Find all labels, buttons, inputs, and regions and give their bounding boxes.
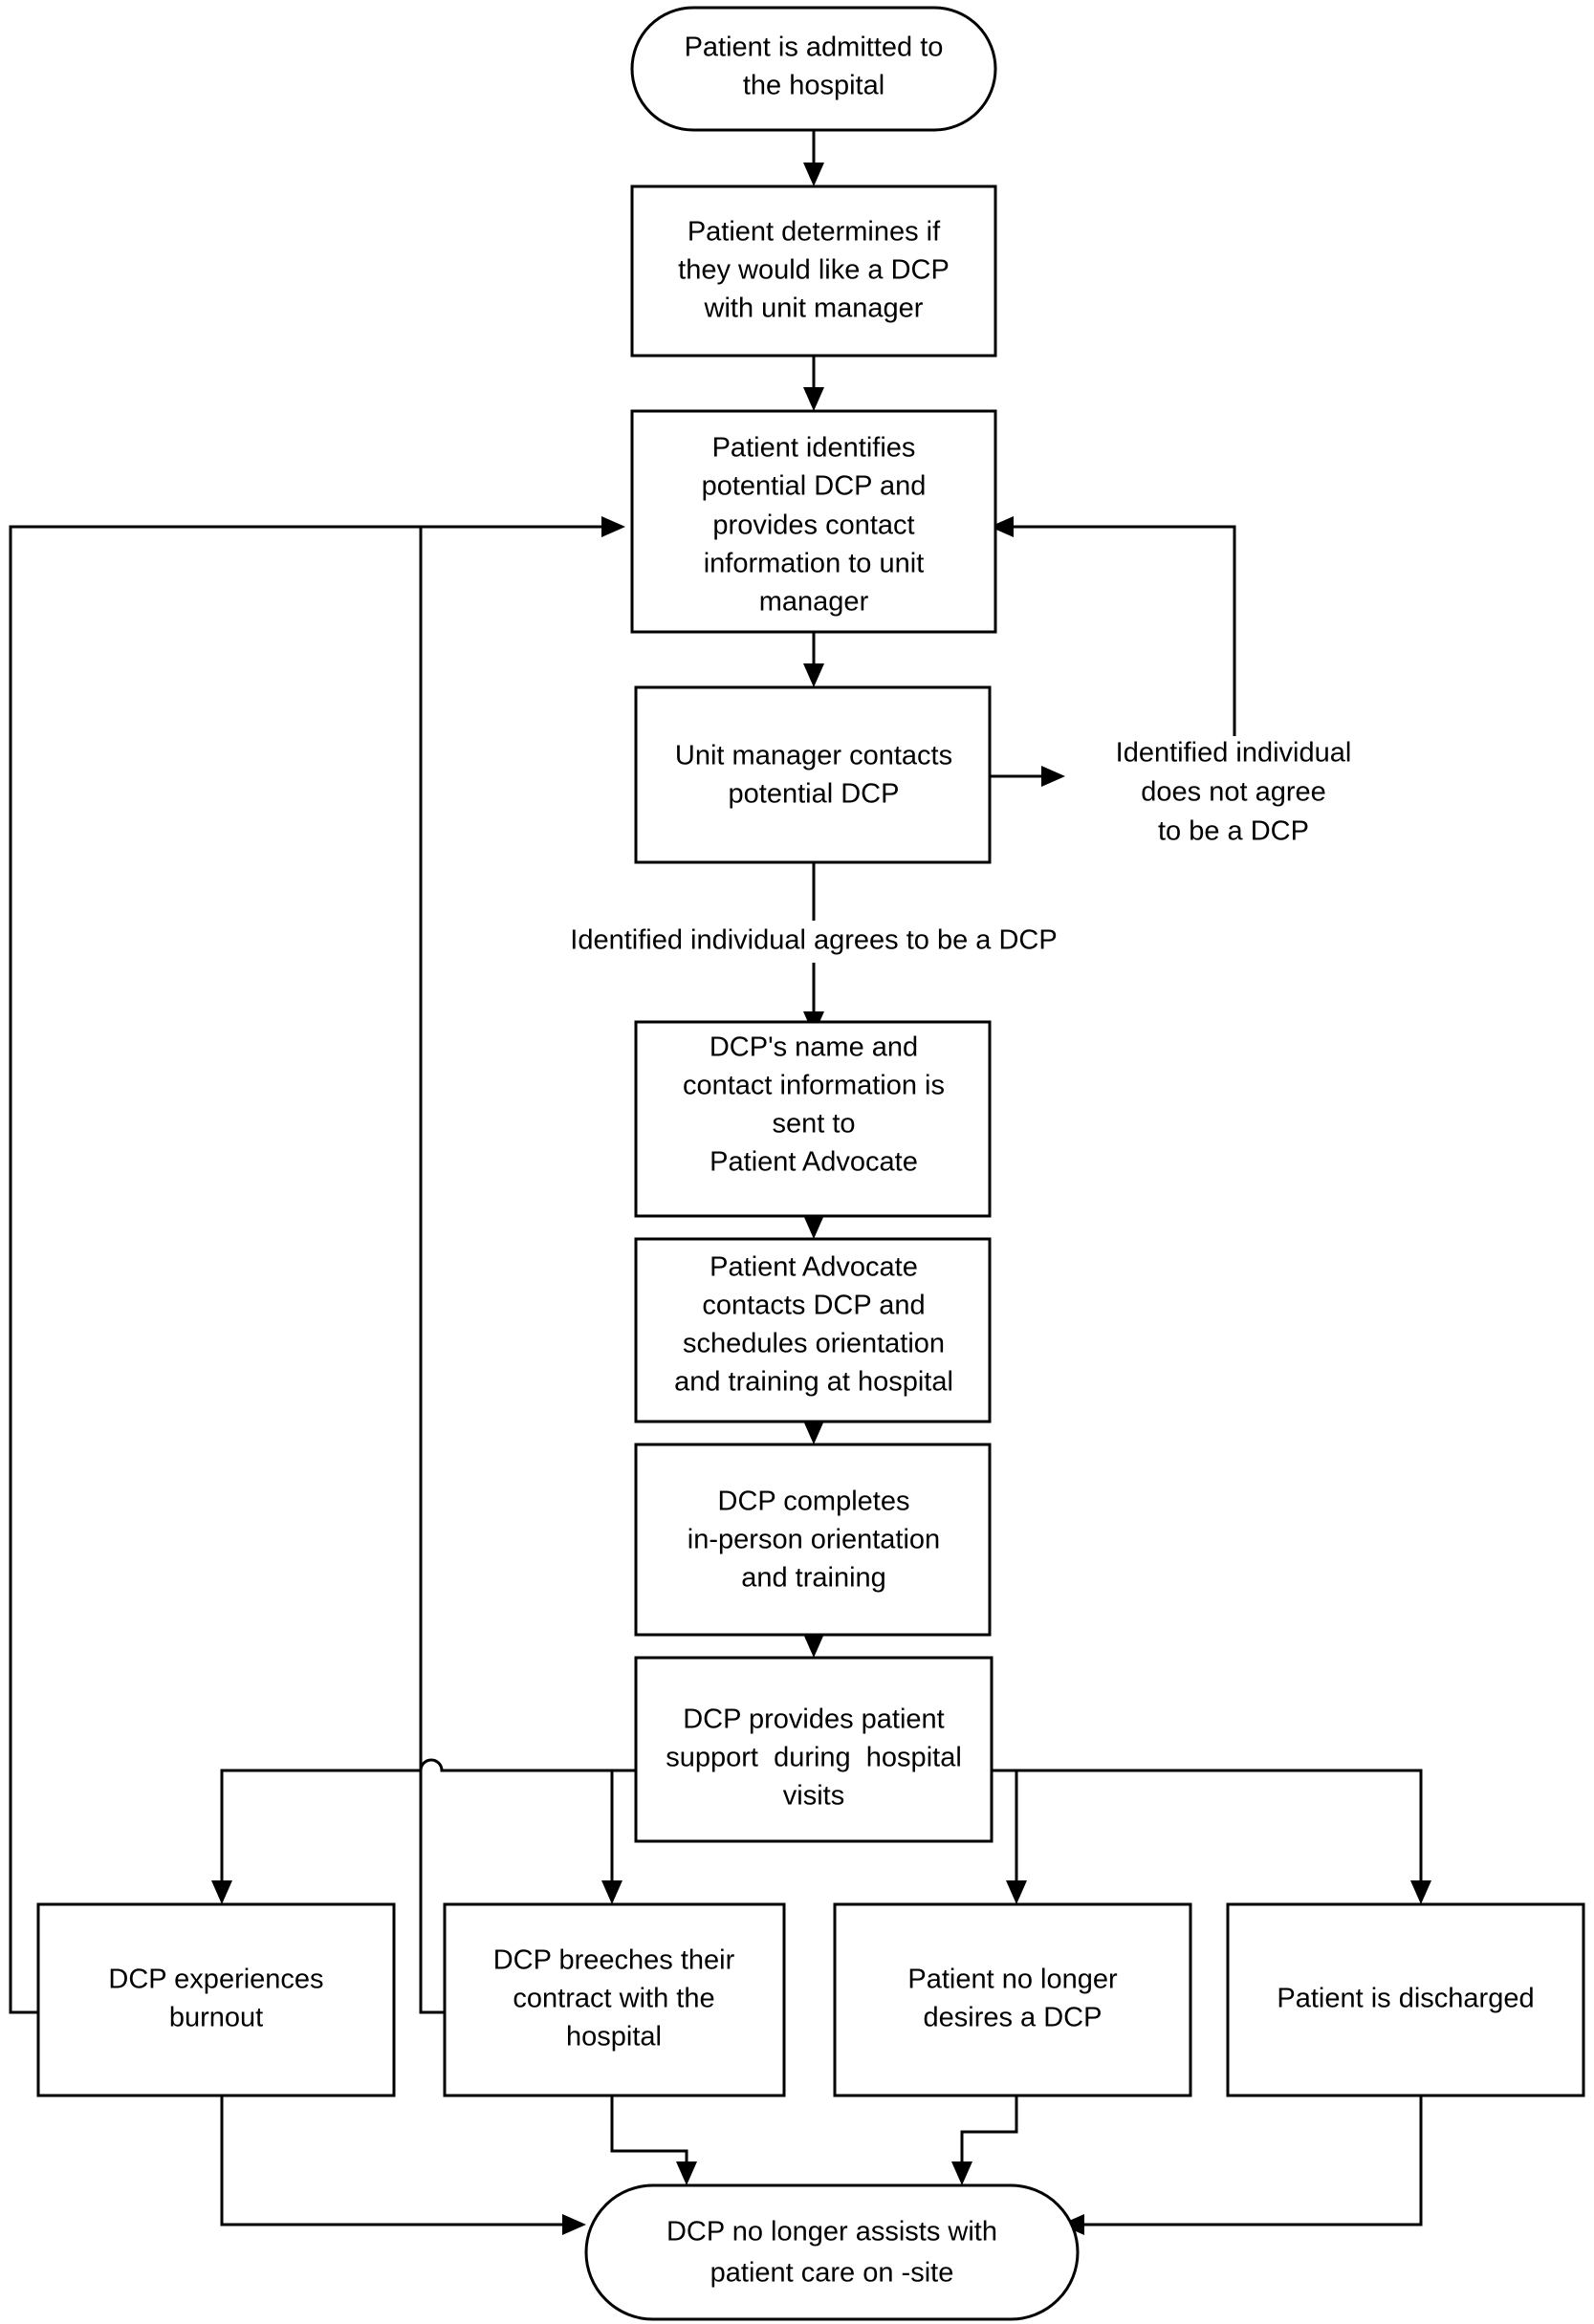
- node-determine[interactable]: Patient determines if they would like a …: [630, 185, 997, 358]
- node-send-info-shape: [634, 1020, 992, 1218]
- node-discharged[interactable]: Patient is discharged: [1226, 1902, 1585, 2097]
- edge-does-not-agree-to-identify: [1007, 525, 1236, 736]
- node-training[interactable]: DCP completes in-person orientation and …: [634, 1443, 992, 1637]
- node-no-longer-desires[interactable]: Patient no longer desires a DCP: [833, 1902, 1192, 2097]
- edge-support-to-burnout: [220, 1758, 636, 1888]
- node-send-info[interactable]: DCP's name and contact information is se…: [634, 1020, 992, 1218]
- node-start[interactable]: Patient is admitted to the hospital: [630, 6, 997, 132]
- node-contact-line-0: Unit manager contacts: [675, 741, 952, 771]
- edge-breech-to-identify: [419, 525, 608, 2014]
- node-identify-line-4: manager: [759, 587, 869, 618]
- node-start-shape: [630, 6, 997, 132]
- node-identify-line-2: provides contact: [712, 510, 914, 541]
- node-start-line-1: the hospital: [743, 71, 884, 101]
- node-advocate-shape: [634, 1237, 992, 1423]
- label-agrees-backdrop: [531, 921, 1100, 963]
- node-support-line-0: DCP provides patient: [683, 1705, 945, 1735]
- node-layer: Patient is admitted to the hospital Pati…: [36, 6, 1585, 2321]
- node-discharged-shape: [1226, 1902, 1585, 2097]
- node-identify-line-0: Patient identifies: [712, 433, 916, 464]
- node-start-line-0: Patient is admitted to: [685, 33, 944, 63]
- node-burnout-shape: [36, 1902, 396, 2097]
- node-advocate-line-2: schedules orientation: [683, 1329, 945, 1359]
- node-end[interactable]: DCP no longer assists with patient care …: [584, 2183, 1080, 2321]
- node-training-shape: [634, 1443, 992, 1637]
- node-end-line-1: patient care on -site: [710, 2258, 954, 2289]
- edge-no-longer-desires-to-end: [960, 2096, 1018, 2170]
- label-agrees-text: Identified individual agrees to be a DCP: [570, 925, 1057, 956]
- node-burnout-line-1: burnout: [169, 2003, 263, 2033]
- arrowhead-determine-to-identify: [803, 387, 824, 411]
- label-does-not-agree-line-2: to be a DCP: [1158, 816, 1309, 847]
- arrowhead-breech-to-end: [676, 2161, 697, 2185]
- node-breech-line-0: DCP breeches their: [493, 1945, 735, 1976]
- edge-discharged-to-end: [1078, 2096, 1423, 2226]
- arrowhead-does-not-agree-to-identify: [990, 516, 1014, 537]
- arrowhead-support-to-burnout: [211, 1880, 232, 1904]
- node-support-shape: [634, 1656, 994, 1843]
- node-identify-shape: [630, 409, 997, 634]
- arrowhead-support-to-no-longer-desires: [1006, 1880, 1027, 1904]
- node-support-line-2: visits: [783, 1781, 844, 1812]
- node-no-longer-desires-line-1: desires a DCP: [924, 2003, 1103, 2033]
- node-identify-line-1: potential DCP and: [702, 471, 927, 502]
- node-breech-line-1: contract with the: [513, 1984, 714, 2014]
- node-training-line-1: in-person orientation: [688, 1525, 940, 1555]
- arrowhead-training-to-support: [803, 1634, 824, 1658]
- node-send-info-line-0: DCP's name and: [710, 1032, 918, 1063]
- edge-breech-to-end: [610, 2096, 688, 2170]
- arrowhead-contact-to-does-not-agree: [1041, 766, 1065, 787]
- arrowhead-identify-to-contact: [803, 663, 824, 687]
- edge-burnout-to-end: [220, 2096, 569, 2226]
- node-end-shape: [584, 2183, 1080, 2321]
- node-contact[interactable]: Unit manager contacts potential DCP: [634, 685, 992, 864]
- edge-burnout-to-identify: [9, 525, 608, 2014]
- node-advocate-line-3: and training at hospital: [674, 1367, 953, 1398]
- node-training-line-0: DCP completes: [718, 1487, 910, 1517]
- node-breech-shape: [443, 1902, 786, 2097]
- node-breech-line-2: hospital: [566, 2022, 662, 2053]
- node-contact-shape: [634, 685, 992, 864]
- node-determine-shape: [630, 185, 997, 358]
- node-identify[interactable]: Patient identifies potential DCP and pro…: [630, 409, 997, 634]
- node-no-longer-desires-shape: [833, 1902, 1192, 2097]
- arrowhead-send-info-to-advocate: [803, 1215, 824, 1239]
- label-does-not-agree-line-1: does not agree: [1141, 777, 1325, 808]
- edge-support-to-no-longer-desires: [992, 1769, 1018, 1888]
- node-burnout[interactable]: DCP experiences burnout: [36, 1902, 396, 2097]
- node-support[interactable]: DCP provides patient support during hosp…: [634, 1656, 994, 1843]
- label-does-not-agree: Identified individual does not agree to …: [1116, 738, 1352, 847]
- node-send-info-line-3: Patient Advocate: [710, 1147, 918, 1178]
- node-determine-line-2: with unit manager: [704, 293, 924, 324]
- node-send-info-line-2: sent to: [772, 1109, 855, 1140]
- arrowhead-feedback-to-identify: [601, 516, 625, 537]
- node-training-line-2: and training: [741, 1563, 886, 1594]
- node-support-line-1: support during hospital: [666, 1743, 962, 1773]
- arrowhead-burnout-to-end: [562, 2214, 586, 2235]
- node-no-longer-desires-line-0: Patient no longer: [907, 1965, 1118, 1995]
- arrowhead-start-to-determine: [803, 163, 824, 186]
- node-end-line-0: DCP no longer assists with: [666, 2217, 997, 2248]
- label-does-not-agree-line-0: Identified individual: [1116, 738, 1352, 769]
- node-discharged-line-0: Patient is discharged: [1277, 1984, 1534, 2014]
- arrowhead-no-longer-desires-to-end: [951, 2161, 972, 2185]
- node-advocate-line-0: Patient Advocate: [710, 1252, 918, 1283]
- label-layer: Identified individual does not agree to …: [531, 738, 1351, 963]
- edge-support-to-discharged: [992, 1769, 1423, 1888]
- node-burnout-line-0: DCP experiences: [108, 1965, 323, 1995]
- node-determine-line-1: they would like a DCP: [678, 255, 950, 286]
- arrowhead-advocate-to-training: [803, 1421, 824, 1444]
- node-contact-line-1: potential DCP: [729, 779, 900, 810]
- node-advocate[interactable]: Patient Advocate contacts DCP and schedu…: [634, 1237, 992, 1423]
- node-advocate-line-1: contacts DCP and: [702, 1291, 925, 1321]
- node-determine-line-0: Patient determines if: [688, 217, 941, 248]
- label-agrees: Identified individual agrees to be a DCP: [531, 921, 1100, 963]
- node-breech[interactable]: DCP breeches their contract with the hos…: [443, 1902, 786, 2097]
- node-send-info-line-1: contact information is: [683, 1071, 945, 1101]
- arrowhead-support-to-discharged: [1410, 1880, 1431, 1904]
- arrowhead-support-to-breech: [601, 1880, 622, 1904]
- node-identify-line-3: information to unit: [704, 549, 925, 579]
